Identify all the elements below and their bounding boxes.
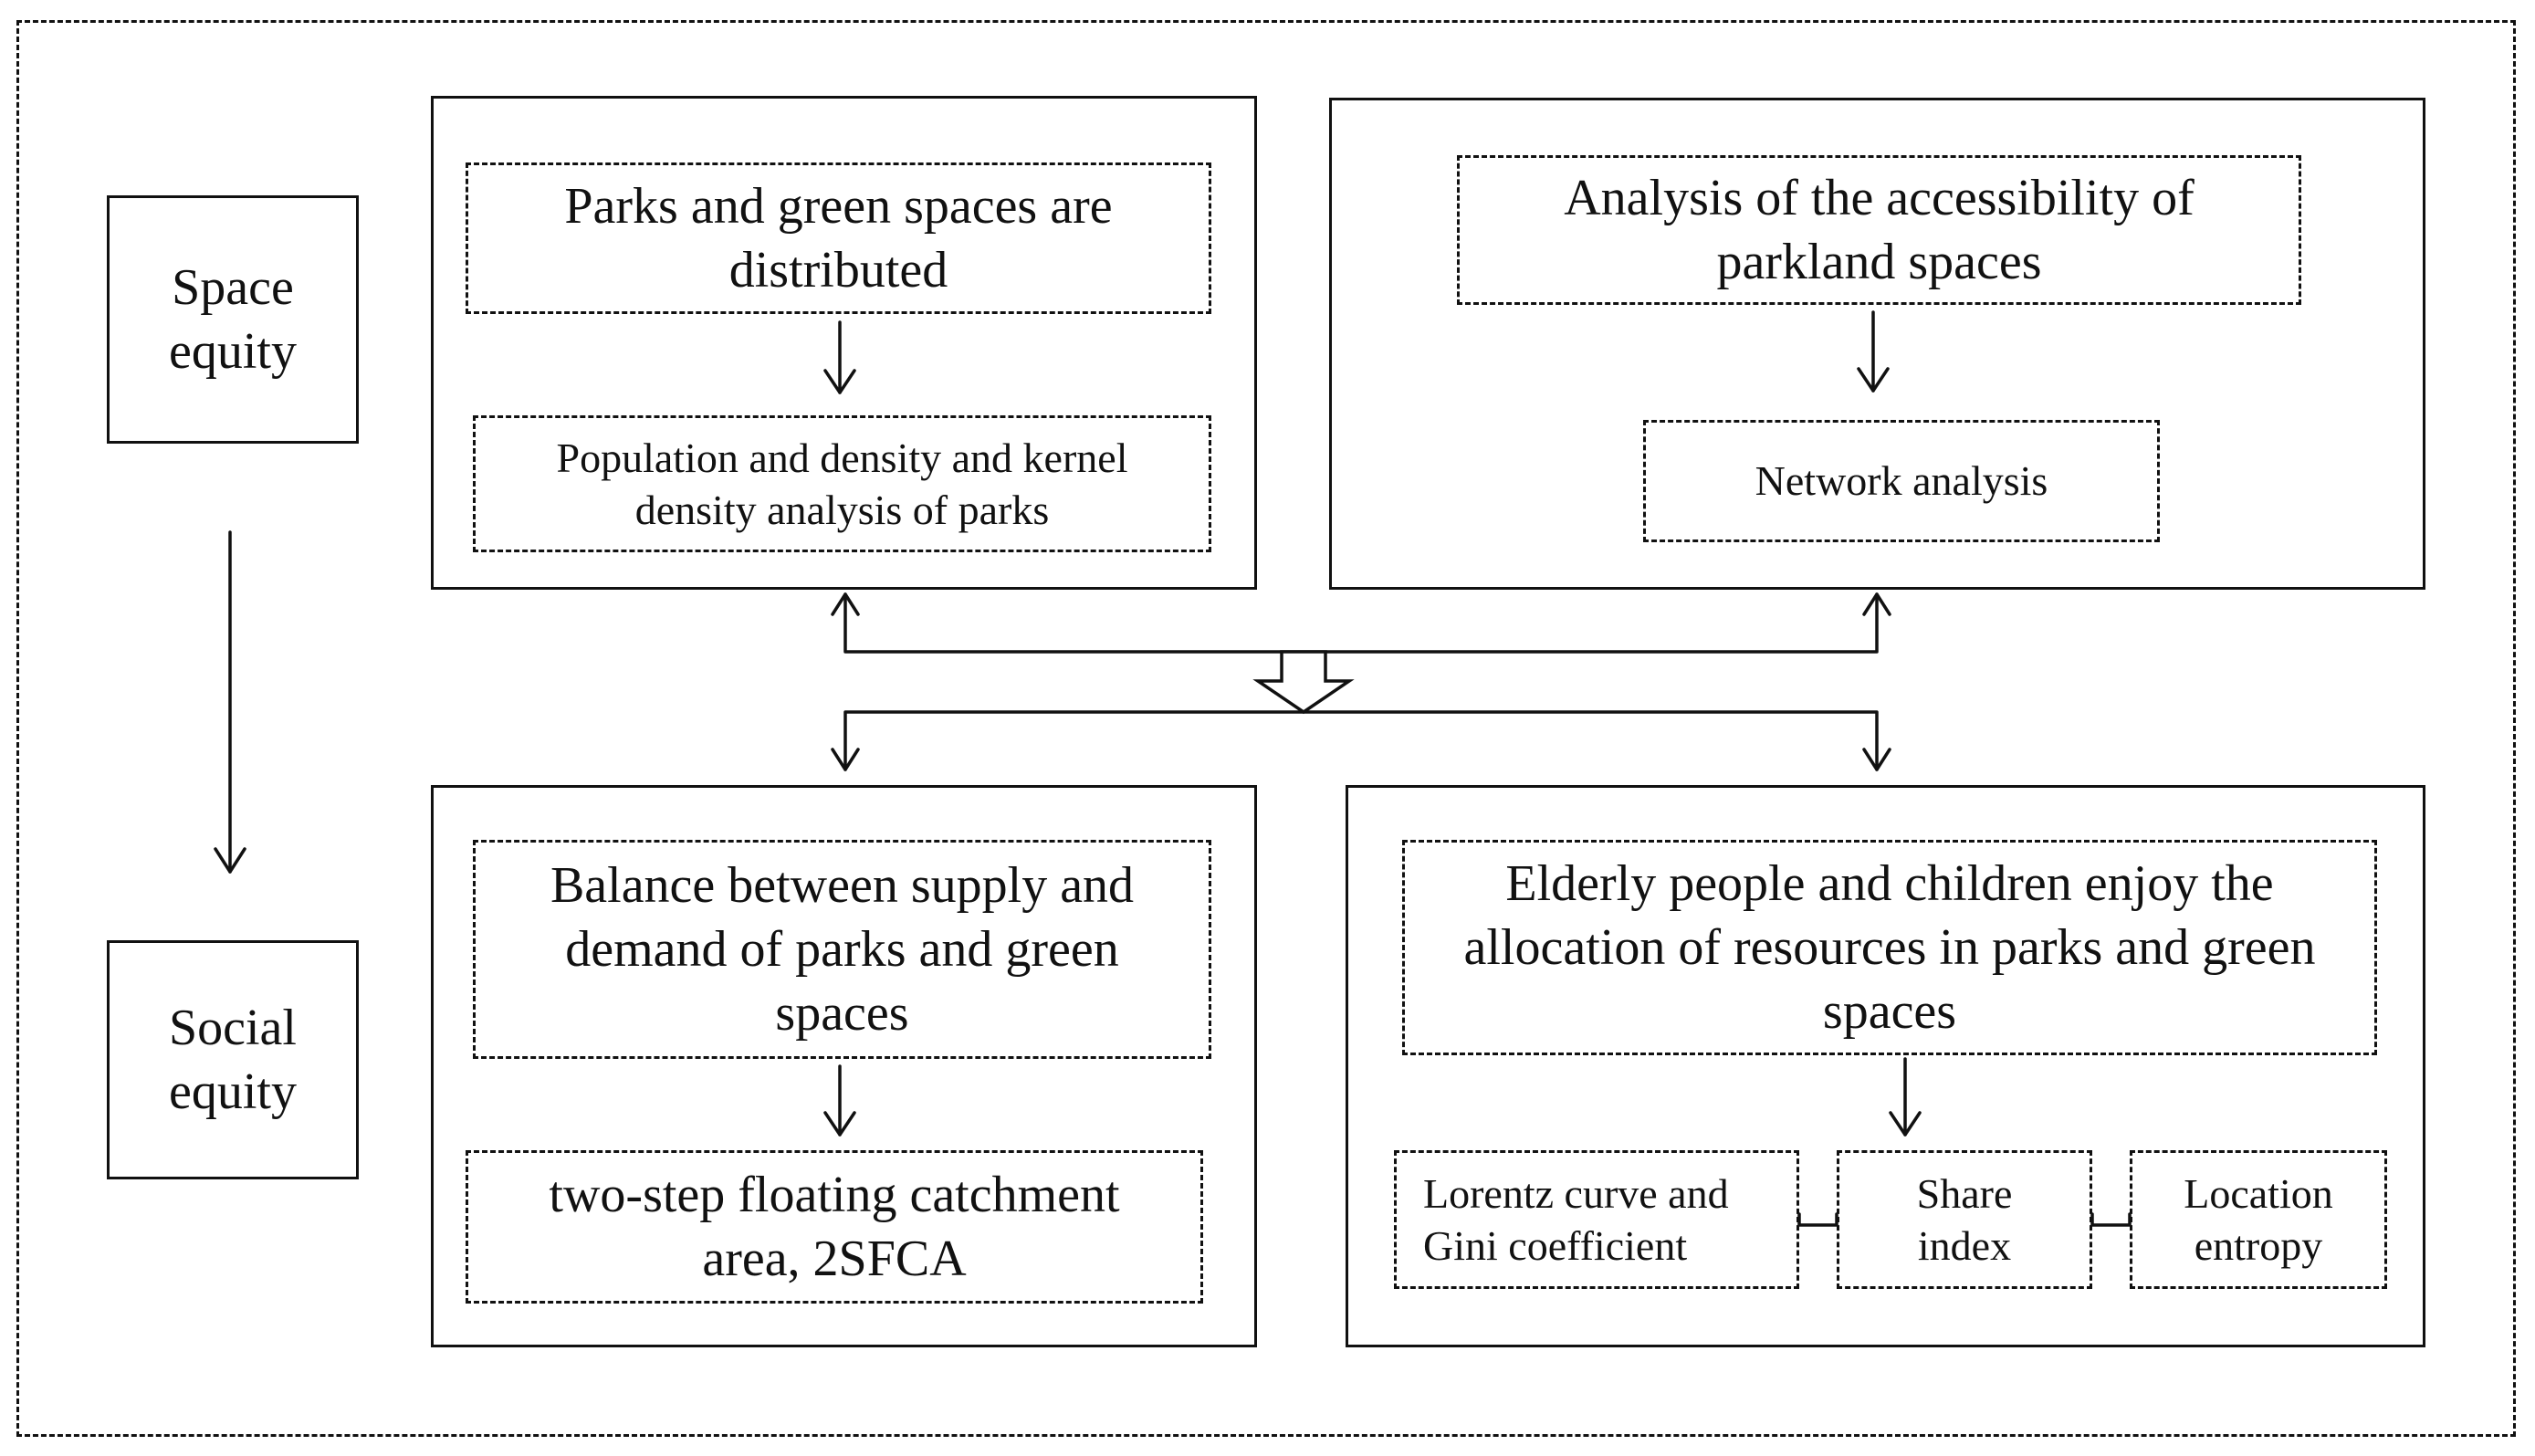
2sfca-text: two-step floating catchment area, 2SFCA bbox=[549, 1167, 1120, 1287]
distribution-header-text: Parks and green spaces are distributed bbox=[564, 178, 1113, 299]
location-entropy-text: Location entropy bbox=[2184, 1169, 2333, 1270]
lower-bracket-connector bbox=[831, 710, 1891, 771]
elderly-children-header-box bbox=[1402, 840, 2377, 1055]
supply-demand-header-text: Balance between supply and demand of par… bbox=[550, 857, 1135, 1042]
elderly-children-panel bbox=[1346, 785, 2425, 1347]
space-equity-label: Space equity bbox=[169, 259, 297, 380]
supply-demand-header-box bbox=[473, 840, 1211, 1059]
accessibility-header-text: Analysis of the accessibility of parklan… bbox=[1564, 170, 2195, 290]
accessibility-panel bbox=[1329, 98, 2425, 590]
center-hollow-down-arrow bbox=[1252, 650, 1355, 715]
space-to-social-arrow bbox=[214, 530, 246, 874]
2sfca-box bbox=[466, 1150, 1203, 1304]
methods-connectors bbox=[1797, 1212, 2132, 1227]
accessibility-to-network-arrow bbox=[1857, 310, 1890, 393]
distribution-header-box bbox=[466, 162, 1211, 314]
network-analysis-text: Network analysis bbox=[1755, 457, 2048, 505]
network-analysis-box bbox=[1643, 420, 2160, 542]
elderly-to-methods-arrow bbox=[1889, 1057, 1922, 1137]
distribution-to-kernel-arrow bbox=[823, 320, 856, 394]
outer-frame bbox=[16, 20, 2516, 1437]
distribution-panel bbox=[431, 96, 1257, 590]
social-equity-box bbox=[107, 940, 359, 1179]
lorentz-gini-text: Lorentz curve and Gini coefficient bbox=[1423, 1169, 1729, 1270]
upper-bracket-connector bbox=[831, 592, 1891, 654]
accessibility-header-box bbox=[1457, 155, 2301, 305]
kernel-density-box bbox=[473, 415, 1211, 552]
elderly-children-header-text: Elderly people and children enjoy the al… bbox=[1463, 855, 2316, 1040]
supply-demand-panel bbox=[431, 785, 1257, 1347]
space-equity-box bbox=[107, 195, 359, 444]
kernel-density-text: Population and density and kernel densit… bbox=[556, 434, 1128, 534]
balance-to-2sfca-arrow bbox=[823, 1064, 856, 1137]
social-equity-label: Social equity bbox=[169, 1000, 297, 1120]
share-index-text: Share index bbox=[1916, 1169, 2013, 1270]
